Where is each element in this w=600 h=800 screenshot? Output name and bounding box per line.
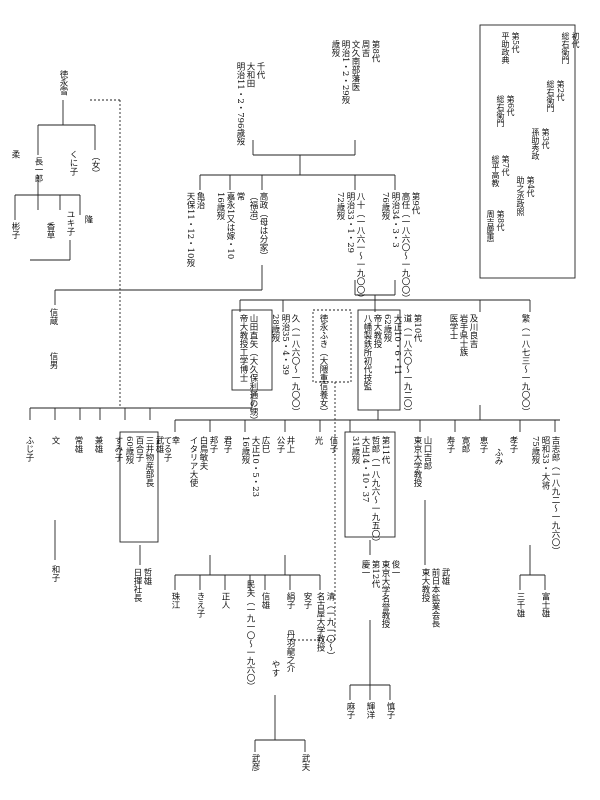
- person-kameji: 亀治 天保11・12・10歿: [185, 192, 205, 267]
- person-hidenao: 武夫: [300, 754, 310, 771]
- person-suzuko: 寿子: [445, 436, 455, 453]
- person-kiyo: 輝洋: [365, 702, 375, 719]
- person-shinzou: 信蔵: [48, 308, 58, 325]
- person-shinko: 信子: [328, 436, 338, 453]
- person-niwa: 丹羽龍之介: [285, 630, 295, 673]
- person-takeshi: 武雄 前日本鉱業会長 東大教授: [420, 568, 450, 628]
- person-ryuu: 隆: [83, 215, 93, 224]
- person-hiromi: 広巳 大正10・5・23 16歳歿: [240, 436, 270, 498]
- person-shinko-2: 慎子: [385, 702, 395, 719]
- person-yasuko: 安子: [302, 592, 312, 609]
- person-masato: 正人: [220, 592, 230, 609]
- person-sachi: 幸: [170, 436, 180, 445]
- person-takatou-9: 第9代 高任（一八六〇〜一九〇〇） 明治34・3・3 76歳歿: [380, 192, 420, 303]
- person-takamasa: 高政（母は分家） （福治）: [248, 192, 268, 260]
- person-choichiro: 長一郎: [33, 157, 43, 183]
- person-sumiko: すみ子: [113, 436, 123, 462]
- legend-gen8: 第8代 周吉慶惠: [486, 210, 505, 242]
- person-kaoru: 香草: [45, 222, 55, 239]
- legend-gen1: 初代 総右衛門: [561, 32, 580, 64]
- person-kuniko-2: 邦子 白鳥敏夫 イタリア大使: [188, 436, 218, 487]
- person-shukichi-8: 第8代 周吉 文久南部藩医 明治1・2・29歿 歳歿: [330, 40, 380, 105]
- person-fuji-sachi: ふみ: [493, 448, 503, 465]
- person-shunichi: 俊一 東京大学名誉教授 第12代 慶一: [360, 560, 400, 628]
- person-kiyoko: きえ子: [195, 592, 205, 618]
- person-senchiyo: 千代 大和田 明治11・2・796歳歿: [235, 62, 265, 146]
- person-kuniko: くに子: [68, 150, 78, 176]
- legend-gen7: 第7代 総平高教: [491, 155, 510, 187]
- person-hiroshi: 寛郎: [460, 436, 470, 453]
- person-shige: 繁（一八七三〜一九〇〇）: [520, 314, 530, 416]
- person-shinwo: 信雄: [260, 592, 270, 609]
- person-tamami: 珠江: [170, 592, 180, 609]
- person-takeshi-2: 武彦: [250, 754, 260, 771]
- legend-gen5: 第5代 平助政典: [501, 32, 520, 64]
- person-joi: （女）: [90, 152, 100, 178]
- legend-gen6: 第6代 総右衛門: [496, 95, 515, 127]
- person-tamio: 民夫（一九一〇〜一九六〇）: [245, 580, 255, 691]
- person-kaneo: 兼雄: [93, 436, 103, 453]
- person-tokunaga-yuki: 徳永雪: [58, 70, 68, 96]
- legend-gen2: 第2代 総右衛門: [546, 80, 565, 112]
- person-asako: 麻子: [345, 702, 355, 719]
- person-teruko: てる子: [162, 436, 172, 462]
- person-hachijuu: 八十（一八六一〜一九〇〇） 明治33・1・29 72歳歿: [335, 192, 365, 303]
- person-ju: 柔: [10, 150, 20, 159]
- legend-gen3: 第3代 孫助秀政: [531, 128, 550, 160]
- person-keiko: 恵子: [478, 436, 488, 453]
- person-kinuko: 絹子: [285, 592, 295, 609]
- person-yukiko: ユキ子: [65, 210, 75, 236]
- person-kiyoshi: 清（一九一〇〜） 名古屋大学教授: [315, 592, 335, 660]
- person-tsuneo: 常雄: [73, 436, 83, 453]
- person-tetsuo-11: 第11代 哲郎（一八九六〜一九五〇） 大正14・10・37 31歳歿: [350, 436, 390, 547]
- person-kimiko: 君子: [222, 436, 232, 453]
- person-bun: 文: [50, 436, 60, 445]
- person-shinotsu: 信男: [48, 352, 58, 369]
- person-yamaguchi: 山口吉郎 東京大学教授: [412, 436, 432, 487]
- person-tokunaga-fuki: 徳永ふき（大隈重信養女）: [318, 314, 328, 416]
- person-hikoko: 彬子: [10, 222, 20, 239]
- legend-gen4: 第4代 助之丞政照: [516, 176, 535, 216]
- person-yamada-nao: 山田直矢（大久保利通の甥） 帝大教授工学博士: [238, 314, 258, 425]
- person-tetsuo-jr: 哲雄 日揮社長: [132, 568, 152, 602]
- person-fujio: 富士雄: [540, 592, 550, 618]
- person-miyuki: 光: [313, 436, 323, 445]
- person-kazuko: 和子: [50, 565, 60, 582]
- person-oikawa: 及川良吉 岩手県士族 医学士: [448, 314, 478, 357]
- person-tsune: 常 嘉永1又は嫁・10 16歳歿: [215, 192, 245, 260]
- person-inoue: 井上 公子: [275, 436, 295, 453]
- person-sanchiyo: 三千雄: [515, 592, 525, 618]
- person-yoshio: 吉志郎（一八九二〜一九六〇） 昭和33・大将 75歳歿: [530, 436, 560, 555]
- person-michi-10: 第10代 道（一八六〇〜一九二〇） 大正10・6・11 62歳歿 帝大教授 八幡…: [362, 314, 422, 416]
- person-musao: 武雄 三井物産部長 百合子 60歳歿: [124, 436, 164, 487]
- person-takako: 孝子: [508, 436, 518, 453]
- person-hisa: 久（一八六〇〜一九〇〇） 明治35・4・39 28歳歿: [270, 314, 300, 416]
- person-fuji: ふじ子: [24, 436, 34, 462]
- person-yasu: やす: [270, 660, 280, 677]
